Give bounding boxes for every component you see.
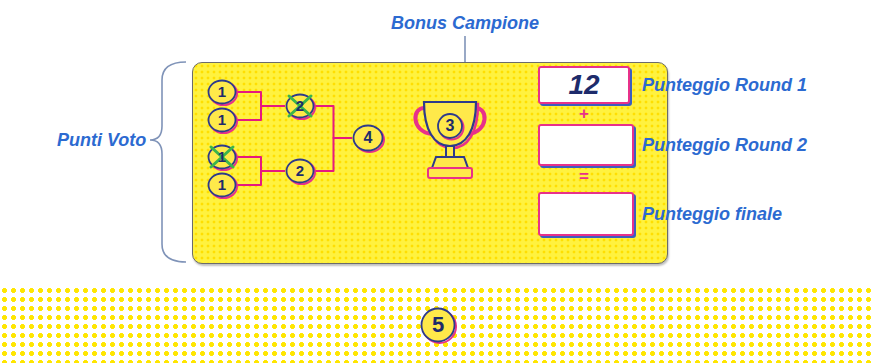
circle-body [209,109,236,132]
trophy-outline [410,96,490,182]
cross-stroke [289,96,311,116]
circle-body [354,126,383,151]
trophy-base [432,157,468,168]
vote-circle: 1 [207,79,237,105]
empty-score-box [538,192,634,236]
curly-bracket [150,62,186,262]
callout-label: Punteggio Round 2 [642,134,807,156]
point-value: 1 [218,148,226,166]
vote-circle: 1 [207,172,237,198]
vote-circle: 4 [352,124,384,152]
bracket-line [237,106,285,120]
score-value: 12 [568,69,599,101]
champion-trophy: 3 [410,96,490,182]
point-value: 4 [364,128,373,148]
point-value: 2 [296,97,304,115]
vote-circle: 1 [207,144,237,170]
vote-circle: 2 [285,93,315,119]
bracket-line [315,106,352,138]
circle-body [422,309,455,342]
trophy-bowl [424,102,476,146]
score-box: 12 [538,66,630,104]
point-value: 3 [446,116,455,136]
empty-score-box [538,124,634,166]
page-number-text: 5 [432,312,444,338]
circle-body [209,146,236,169]
page-number: 5 [420,307,456,343]
callout-label: Punteggio finale [642,203,782,225]
trophy-badge [438,114,462,138]
circle-body [209,174,236,197]
bracket-line [315,138,352,171]
cross-stroke [211,147,233,167]
cross-stroke [211,147,233,167]
circle-body [287,160,314,183]
circle-body [287,95,314,118]
point-value: 1 [218,111,226,129]
bracket-line [237,171,285,185]
bracket-line [237,157,285,171]
operator-symbol: = [579,167,589,187]
vote-circle: 1 [207,107,237,133]
callout-label: Punti Voto [57,129,146,151]
callout-label: Bonus Campione [391,12,539,34]
point-value: 1 [218,83,226,101]
trophy-stem [446,146,454,157]
operator-symbol: + [579,104,589,124]
cross-stroke [289,96,311,116]
bracket-line [237,92,285,106]
trophy-plinth [428,168,472,178]
point-value: 1 [218,176,226,194]
point-value: 2 [296,162,304,180]
vote-circle: 2 [285,158,315,184]
callout-label: Punteggio Round 1 [642,74,807,96]
circle-body [209,81,236,104]
